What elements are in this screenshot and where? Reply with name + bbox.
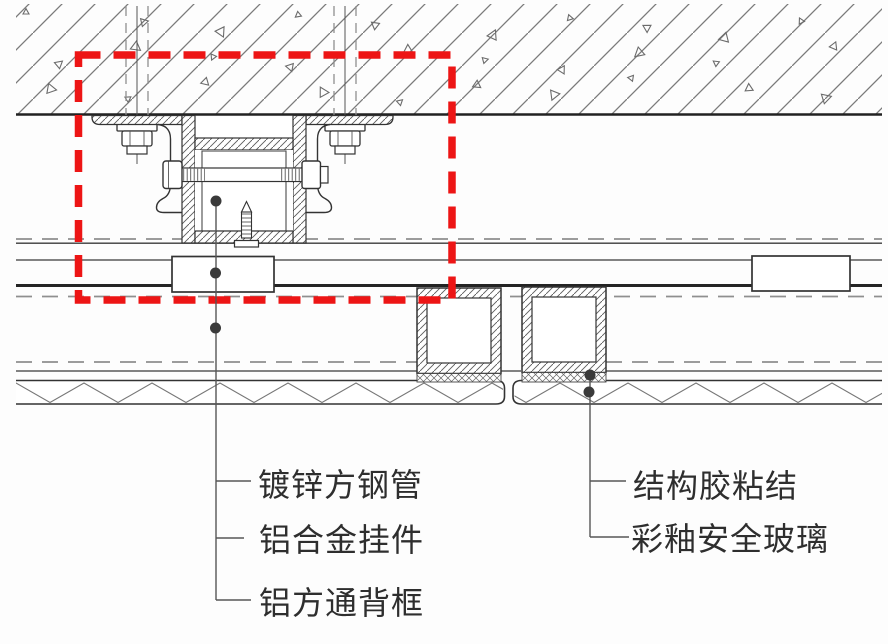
aggregate-triangle [485,28,497,41]
aggregate-triangle [481,56,490,65]
leader-right [589,375,629,538]
aggregate-triangle [139,17,150,28]
leader-dot-steel-tube [210,195,222,207]
aggregate-triangle [213,25,225,39]
hanger-flange-right [306,123,333,214]
screw-head [233,239,260,248]
bolt-end-stub [319,165,329,184]
aggregate-triangle [798,16,806,26]
tube-right-cavity [531,296,597,363]
aggregate-triangle [744,82,755,92]
aggregate-triangle [46,82,58,95]
through-bolt [162,160,329,190]
bolt-thread-left [183,168,205,181]
anchor-bolt-left [116,6,158,164]
anchor-collar [334,145,356,155]
label-glazed-safety-glass: 彩釉安全玻璃 [631,520,829,558]
glass-assembly [16,379,882,405]
label-aluminum-tube-back-frame: 铝方通背框 [259,584,424,622]
aggregate-triangle [53,60,64,70]
anchor-collar [126,145,148,155]
concrete-slab [16,4,882,116]
leader-dot-backframe [210,322,221,334]
leader-dot-adhesive [584,369,596,381]
self-tapping-screw [233,200,260,248]
embed-plate-left [91,114,183,126]
highlight-box [74,51,456,304]
aggregate-triangle [319,86,331,99]
glass-zigzag-pattern [16,382,882,403]
aggregate-triangle [129,39,142,52]
anchor-nut [329,130,361,147]
aggregate-triangle [633,45,646,58]
aggregate-triangle [395,98,404,107]
leader-dot-hanger [210,267,221,279]
leader-left [215,201,251,601]
screw-shaft [240,211,253,239]
concrete-hatch [16,4,882,114]
aggregate-triangle [370,21,381,31]
aggregate-triangle [471,79,482,89]
hanger-flange-left [155,123,182,214]
label-structural-adhesive: 结构胶粘结 [633,467,798,505]
label-aluminum-alloy-hanger: 铝合金挂件 [259,521,424,559]
aggregate-triangle [556,64,565,75]
aggregate-triangle [717,31,730,43]
aggregate-triangle [820,93,833,105]
aggregate-triangle [642,24,652,34]
aggregate-triangle [199,76,210,86]
tube-left-cavity [426,297,492,364]
anchor-bolt-right [324,6,366,164]
leader-dots [210,195,596,398]
hanger-plate-left [171,255,275,293]
aggregate-triangle [294,10,303,18]
bolt-thread-right [280,168,302,181]
aggregate-triangle [828,40,838,51]
hanger-plate-right [751,255,851,292]
aggregate-triangle [626,74,635,83]
bolt-nut [301,160,322,190]
adhesive-layer-left [416,373,502,383]
bolt-head [162,160,183,190]
leader-dot-glass [583,386,595,398]
aggregate-triangle [210,53,218,62]
anchor-nut [121,130,153,147]
label-galvanized-square-steel-tube: 镀锌方钢管 [258,466,423,504]
aggregate-triangle [566,13,575,22]
adhesive-layer-right [521,372,607,383]
aluminum-square-tube-right [521,286,607,383]
channel-void [195,116,293,138]
aggregate-triangle [712,60,721,68]
aggregate-triangle [549,89,561,102]
aggregate-triangle [22,7,30,15]
hanger-bracket-assembly [91,114,394,248]
steel-tube-top-web [194,137,294,151]
glass-panel-left [16,379,506,405]
aggregate-triangle [284,62,295,73]
embed-plate-right [305,114,394,126]
